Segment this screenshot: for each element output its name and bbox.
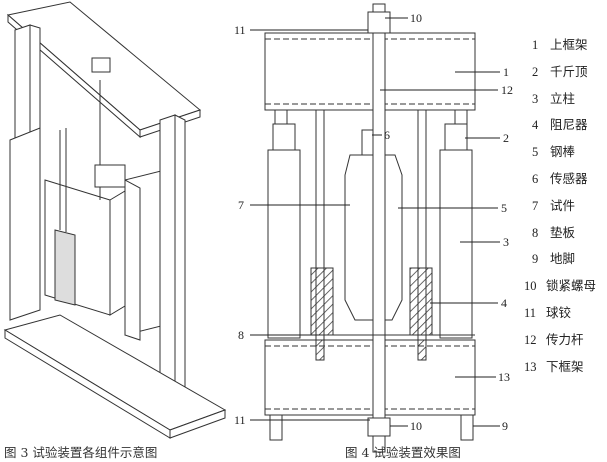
legend-name: 地脚 bbox=[549, 251, 575, 267]
legend-name: 下框架 bbox=[546, 358, 584, 374]
callout-12: 12 bbox=[501, 83, 513, 97]
legend-num: 13 bbox=[524, 359, 537, 374]
legend-item: 4 阻尼器 bbox=[532, 112, 596, 139]
right-foot bbox=[460, 414, 474, 441]
force-rod bbox=[372, 3, 386, 453]
legend-item: 3 立柱 bbox=[532, 86, 596, 113]
iso-bottom-plate bbox=[3, 314, 227, 431]
legend-num: 2 bbox=[532, 64, 539, 79]
right-damper-top bbox=[454, 109, 468, 125]
callout-9: 9 bbox=[502, 419, 508, 433]
legend-item: 5 钢棒 bbox=[532, 139, 596, 166]
right-damper bbox=[409, 267, 433, 336]
left-damper-top bbox=[274, 109, 288, 125]
legend-num: 4 bbox=[532, 118, 539, 133]
isometric-apparatus-drawing bbox=[3, 1, 227, 439]
callout-lines bbox=[250, 17, 500, 427]
component-legend: 1 上框架 2 千斤顶 3 立柱 4 阻尼器 5 钢棒 6 传感器 7 试件 8… bbox=[524, 32, 596, 380]
callout-10-bottom: 10 bbox=[410, 419, 422, 433]
callout-7: 7 bbox=[238, 198, 244, 212]
left-damper bbox=[310, 267, 334, 336]
legend-item: 9 地脚 bbox=[532, 246, 596, 273]
legend-name: 阻尼器 bbox=[549, 117, 588, 133]
iso-left-panel bbox=[9, 127, 41, 321]
lower-frame bbox=[264, 339, 476, 416]
legend-num: 8 bbox=[532, 225, 539, 240]
legend-item: 10 锁紧螺母 bbox=[524, 273, 596, 300]
legend-item: 6 传感器 bbox=[532, 166, 596, 193]
front-view-apparatus bbox=[264, 3, 476, 453]
callout-11-top: 11 bbox=[234, 23, 246, 37]
legend-num: 7 bbox=[532, 198, 539, 213]
left-column bbox=[267, 149, 301, 339]
legend-name: 上框架 bbox=[549, 37, 588, 52]
callout-6: 6 bbox=[384, 128, 390, 142]
bottom-lock-nut bbox=[367, 417, 391, 437]
legend-num: 1 bbox=[532, 38, 539, 52]
callout-3: 3 bbox=[503, 235, 509, 249]
callout-10-top: 10 bbox=[410, 11, 422, 25]
callout-13: 13 bbox=[498, 370, 510, 384]
callout-4: 4 bbox=[501, 296, 507, 310]
callout-labels: 11 10 1 12 2 6 7 5 3 4 8 13 11 10 9 bbox=[234, 11, 513, 433]
legend-item: 8 垫板 bbox=[532, 220, 596, 247]
iso-right-column bbox=[159, 114, 176, 411]
iso-sensor bbox=[94, 164, 126, 188]
left-foot bbox=[269, 414, 283, 441]
legend-item: 13 下框架 bbox=[524, 354, 596, 381]
callout-8: 8 bbox=[238, 328, 244, 342]
legend-item: 11 球铰 bbox=[524, 300, 596, 327]
legend-name: 立柱 bbox=[549, 90, 575, 106]
figure-4-caption: 图 4 试验装置效果图 bbox=[345, 445, 461, 460]
legend-name: 锁紧螺母 bbox=[546, 278, 597, 294]
top-lock-nut bbox=[367, 11, 391, 34]
iso-nut bbox=[91, 57, 111, 73]
legend-name: 传感器 bbox=[549, 170, 588, 186]
callout-11-bottom: 11 bbox=[234, 413, 246, 427]
legend-name: 传力杆 bbox=[546, 331, 584, 347]
right-jack bbox=[444, 123, 468, 151]
callout-1: 1 bbox=[503, 65, 509, 79]
legend-num: 3 bbox=[532, 91, 539, 106]
legend-num: 10 bbox=[524, 279, 537, 294]
legend-item: 1 上框架 bbox=[532, 32, 596, 59]
legend-num: 12 bbox=[524, 332, 537, 347]
legend-name: 千斤顶 bbox=[549, 63, 588, 79]
figure-3-caption: 图 3 试验装置各组件示意图 bbox=[4, 445, 158, 460]
legend-item: 12 传力杆 bbox=[524, 327, 596, 354]
upper-frame bbox=[264, 32, 476, 111]
right-column bbox=[439, 149, 473, 339]
legend-name: 垫板 bbox=[549, 224, 575, 240]
legend-num: 5 bbox=[532, 145, 539, 160]
legend-num: 6 bbox=[532, 171, 539, 186]
legend-num: 11 bbox=[524, 305, 537, 320]
legend-name: 钢棒 bbox=[549, 144, 575, 160]
legend-item: 2 千斤顶 bbox=[532, 59, 596, 86]
legend-name: 试件 bbox=[549, 197, 575, 213]
legend-name: 球铰 bbox=[546, 304, 572, 320]
legend-num: 9 bbox=[532, 252, 539, 267]
callout-2: 2 bbox=[503, 131, 509, 145]
callout-5: 5 bbox=[501, 201, 507, 215]
legend-item: 7 试件 bbox=[532, 193, 596, 220]
left-jack bbox=[272, 123, 296, 151]
